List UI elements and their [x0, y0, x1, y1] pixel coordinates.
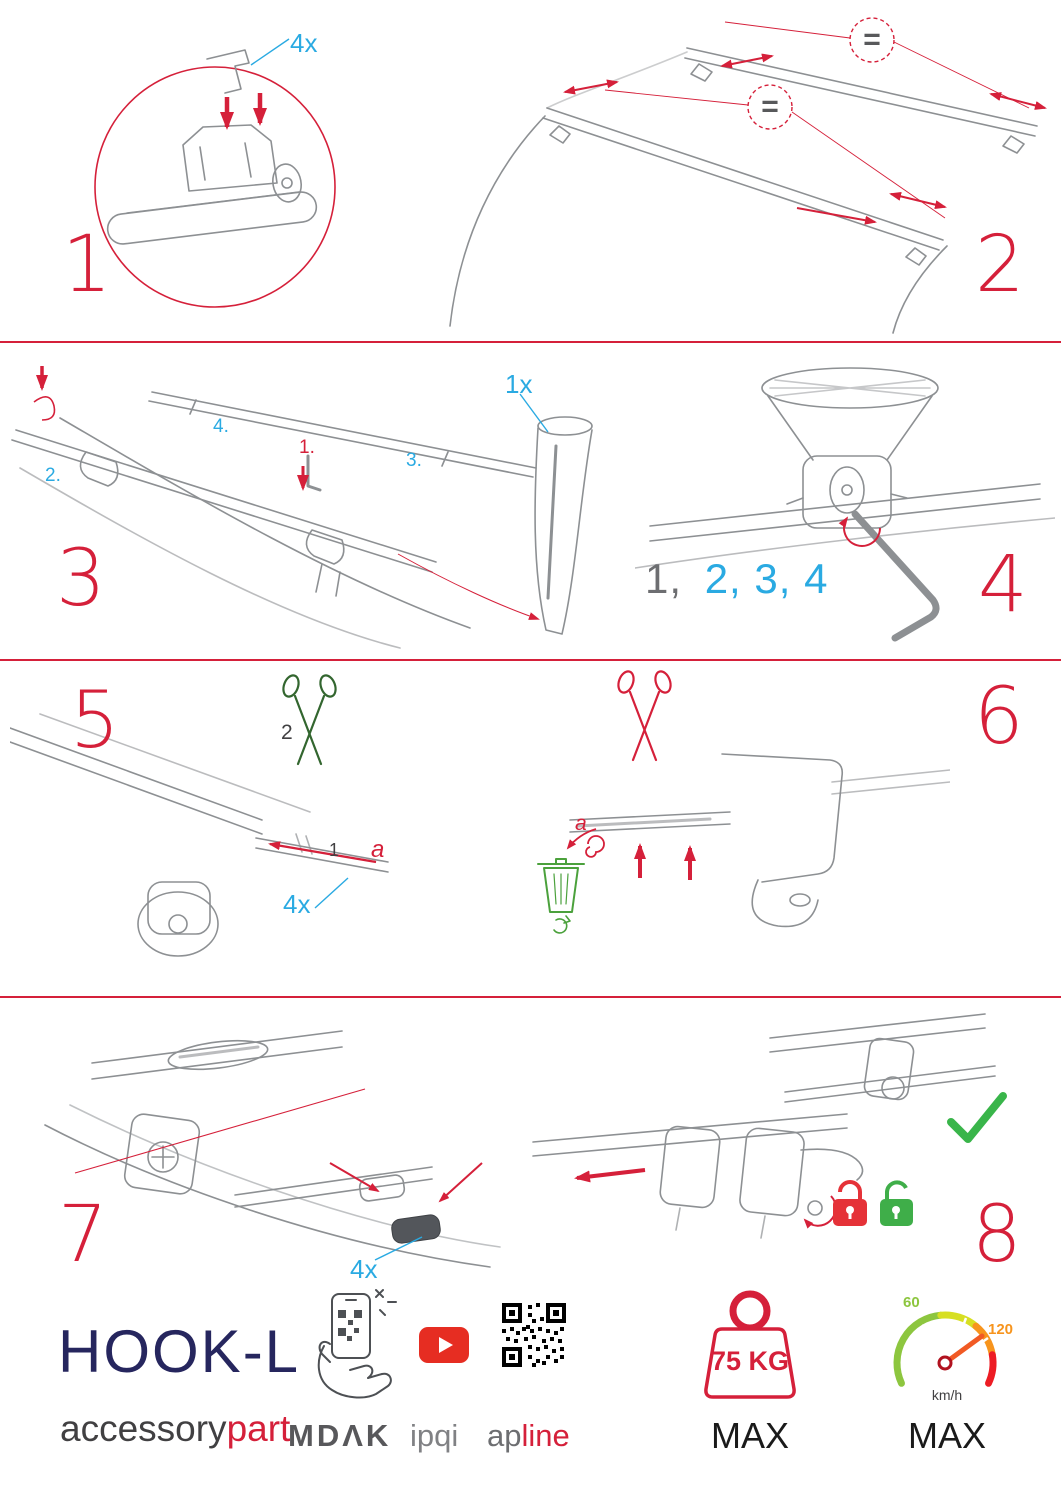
step-7-qty-label: 4x [350, 1254, 378, 1284]
section-divider-2 [0, 659, 1061, 661]
insert-arrows [220, 93, 267, 130]
qr-code-icon [502, 1303, 566, 1367]
equal-spacing-annotations [604, 17, 1030, 219]
step-3-qty-label: 1x [505, 369, 533, 399]
product-name: HOOK-L [58, 1318, 301, 1385]
sequence-first: 1, [645, 555, 683, 602]
clamp-tightening-drawing [635, 367, 1055, 642]
allen-key-icon [851, 510, 940, 642]
step-8-number: 8 [972, 1190, 1022, 1280]
crossbar-clamp-drawing [106, 49, 318, 245]
max-load-label: MAX [710, 1415, 789, 1456]
trash-bin-icon [537, 858, 585, 934]
step-3-substep-1: 1. [299, 437, 315, 458]
brand-name: accessorypart [60, 1410, 290, 1447]
allen-key-icon [306, 454, 322, 492]
step-4-illustration [635, 367, 1055, 642]
scissors-icon [282, 674, 337, 766]
scissors-icon [617, 670, 672, 762]
step-5-cut-label: 2 [281, 721, 293, 744]
weight-icon [704, 1290, 796, 1399]
step-7-red-annotations [74, 1088, 483, 1203]
step-6-illustration [537, 670, 950, 934]
sequence-rest: 2, 3, 4 [704, 555, 829, 602]
locked-clamp-drawing [532, 1013, 996, 1239]
logo-apline: apline [487, 1420, 570, 1451]
step-3-red-annotations [33, 366, 540, 620]
qty-leader-line [519, 393, 549, 433]
youtube-icon [419, 1327, 469, 1363]
tool-cover-drawing [534, 416, 593, 635]
speed-gauge-min: 60 [903, 1294, 920, 1311]
equal-sign-top: = [863, 23, 881, 56]
section-divider-3 [0, 996, 1061, 998]
step-5-pull-label: 1 [329, 840, 340, 860]
speed-unit: km/h [931, 1387, 963, 1403]
recycle-icon [553, 915, 571, 934]
step-5-qty-label: 4x [283, 889, 311, 919]
phone-qr-icon [317, 1289, 397, 1399]
step-5-number: 5 [70, 676, 120, 766]
step-4-number: 4 [978, 540, 1028, 630]
padlock-closed-icon [833, 1180, 867, 1226]
section-divider-1 [0, 341, 1061, 343]
max-speed-label: MAX [907, 1415, 986, 1456]
end-cap-part [391, 1214, 441, 1244]
step-7-number: 7 [58, 1190, 108, 1280]
step-6-number: 6 [974, 672, 1024, 762]
rail-strip-drawing [10, 713, 389, 957]
step-5-illustration [10, 674, 389, 957]
step-3-substep-3: 3. [406, 450, 422, 471]
pull-arrow [268, 841, 377, 864]
brand-name-black: accessory [60, 1408, 227, 1449]
dimension-arrows [563, 53, 1047, 225]
logo-apline-red: line [521, 1418, 570, 1453]
step-3-illustration [11, 366, 593, 649]
endcap-drawing [44, 1030, 501, 1268]
equal-sign-mid: = [761, 90, 779, 123]
qty-leader-line [314, 877, 349, 909]
detail-circle [94, 66, 336, 308]
bracket-part [206, 49, 250, 94]
step-2-illustration [449, 17, 1047, 334]
speed-gauge-max: 120 [988, 1321, 1014, 1338]
step-3-substep-4: 4. [213, 416, 229, 437]
roof-bars-drawing [11, 391, 593, 649]
step-2-number: 2 [975, 220, 1025, 310]
logo-apline-gray: ap [487, 1418, 522, 1453]
logo-mdak: MDΛK [288, 1418, 392, 1453]
brand-name-red: part [226, 1408, 291, 1449]
step-5-detail-label: a [371, 836, 385, 863]
padlock-open-icon [880, 1180, 913, 1226]
step-1-qty-label: 4x [290, 28, 318, 58]
foot-bracket-drawing [569, 753, 950, 928]
step-3-number: 3 [56, 534, 106, 624]
step-7-illustration [44, 1030, 501, 1268]
checkmark-icon [947, 1092, 1007, 1143]
step-1-illustration [94, 38, 336, 308]
step-6-red-annotations [566, 828, 696, 880]
qty-leader-line [374, 1236, 423, 1261]
step-1-number: 1 [62, 220, 112, 310]
step-8-illustration [532, 1013, 1007, 1239]
rotate-arrow [838, 516, 881, 547]
qty-leader-line [250, 38, 290, 66]
two-crossbars-drawing [449, 47, 1038, 334]
step-3-substep-2: 2. [45, 465, 61, 486]
max-load-value: 75 KG [710, 1346, 790, 1376]
step-8-red-annotations [574, 1168, 837, 1229]
speedometer-icon [893, 1311, 997, 1387]
step-4-sequence: 1, 2, 3, 4 [645, 558, 828, 600]
gauge-needle [942, 1333, 985, 1366]
logo-ipqi: ipqi [410, 1418, 459, 1453]
step-6-detail-label: a [575, 812, 587, 835]
